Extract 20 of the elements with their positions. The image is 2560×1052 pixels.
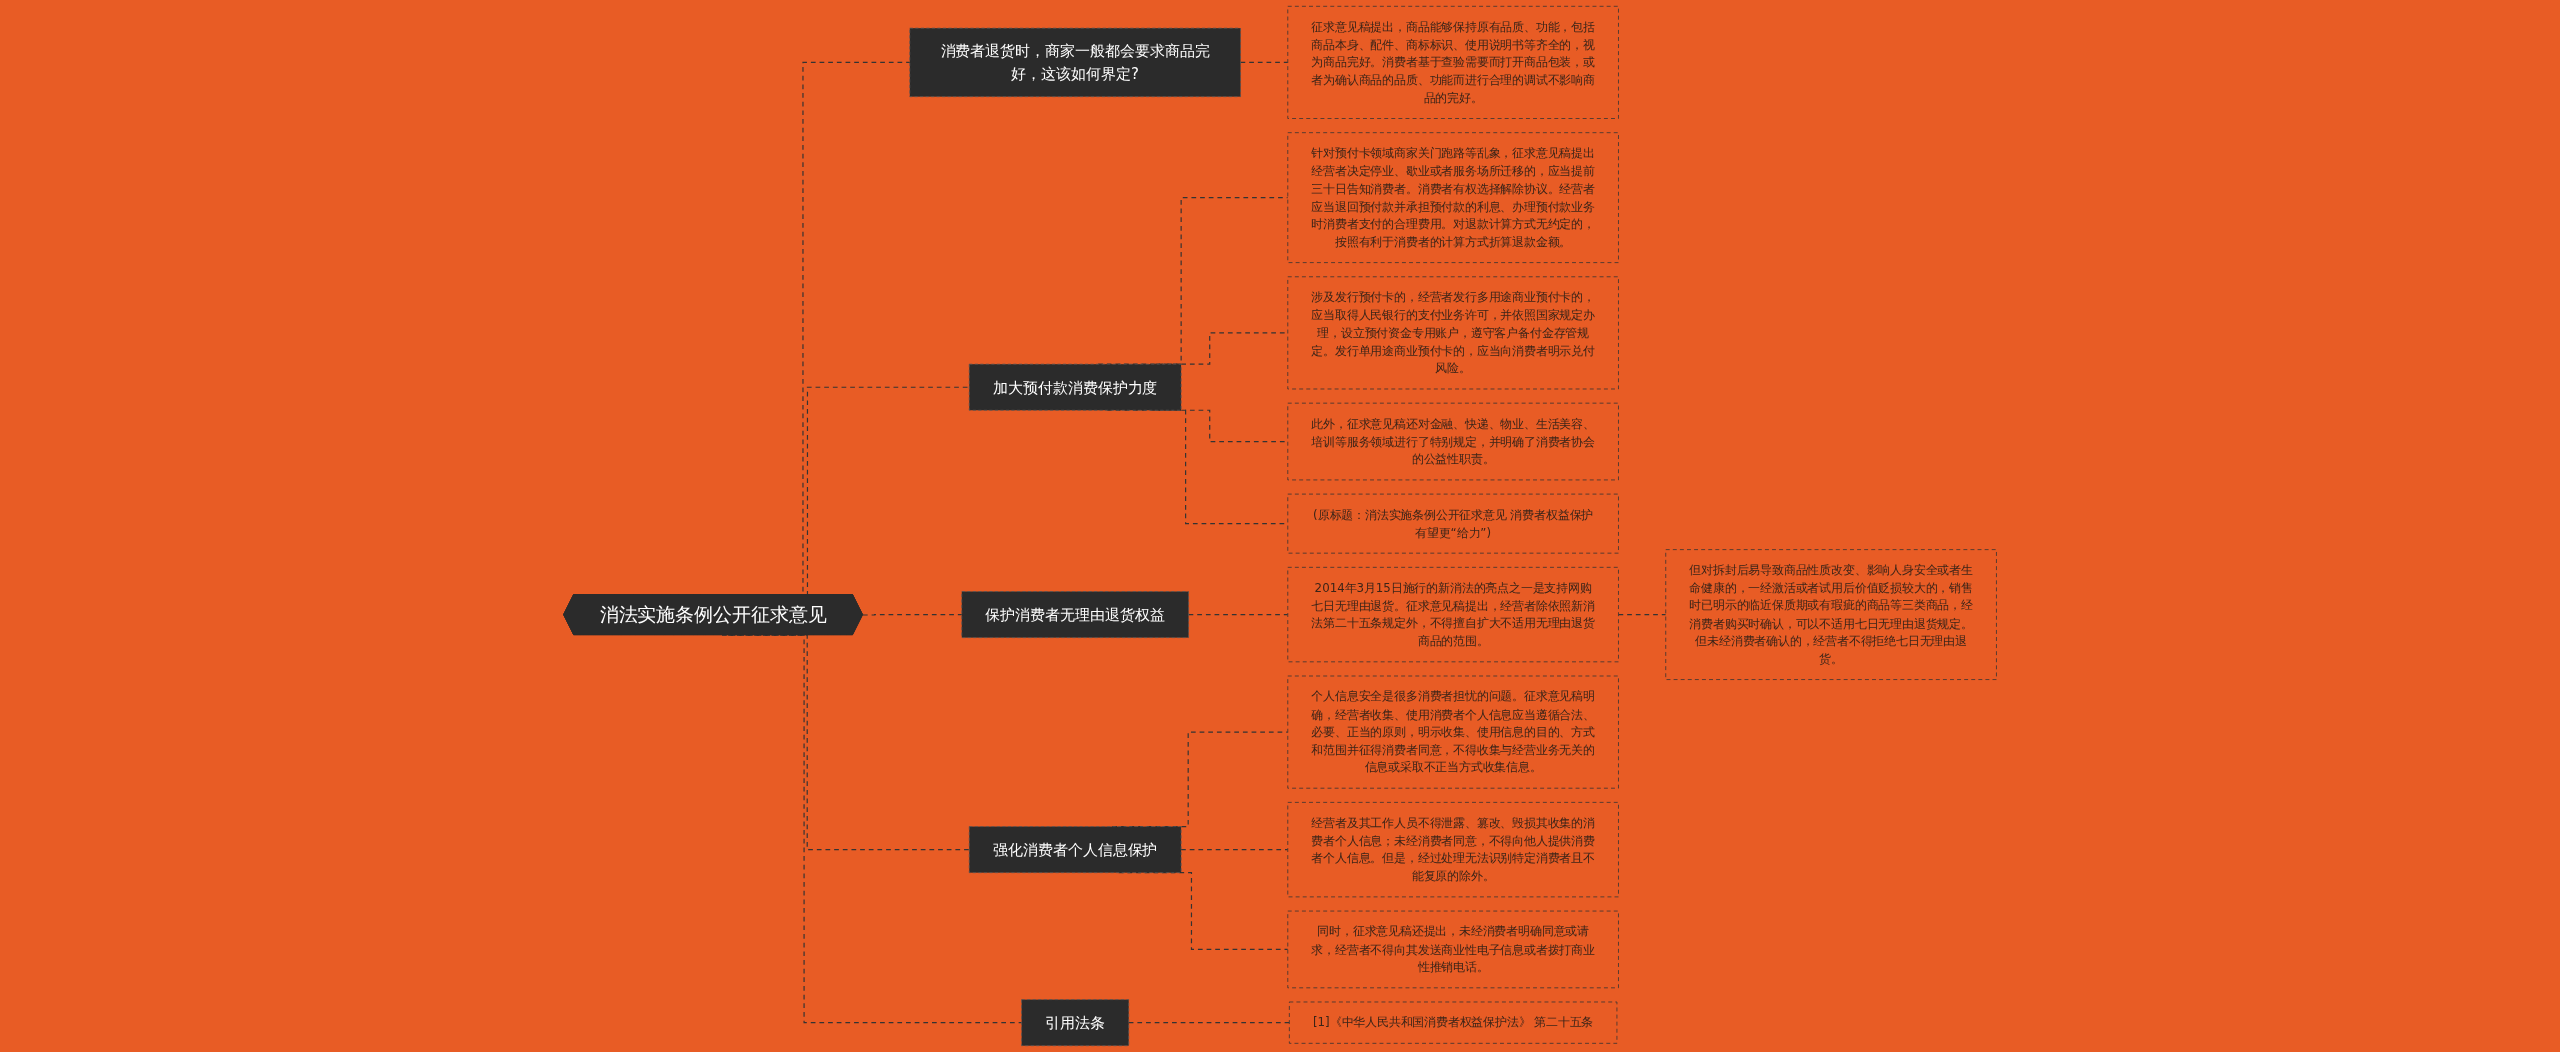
node-box: 同时，征求意见稿还提出，未经消费者明确同意或请求，经营者不得向其发送商业性电子信息或者拨打商业性推销电话。	[1287, 910, 1619, 989]
connector	[1617, 614, 1667, 616]
node-box: 保护消费者无理由退货权益	[961, 591, 1189, 638]
node-box: 但对拆封后易导致商品性质改变、影响人身安全或者生命健康的，一经激活或者试用后价值贬损较大的，销售时已明示的临近保质期或有瑕疵的商品等三类商品，经消费者购买时确认，可以不适用七日无理由退货规定。但未经消费者确认的，经营者不得拒绝七日无理由退货。	[1665, 549, 1997, 680]
node-box: 经营者及其工作人员不得泄露、篡改、毁损其收集的消费者个人信息；未经消费者同意，不得向他人提供消费者个人信息。但是，经过处理无法识别特定消费者且不能复原的除外。	[1287, 802, 1619, 898]
node-box: 征求意见稿提出，商品能够保持原有品质、功能，包括商品本身、配件、商标标识、使用说明书等齐全的，视为商品完好。消费者基于查验需要而打开商品包装，或者为确认商品的品质、功能而进行合理的调试不影响商品的完好。	[1287, 5, 1619, 119]
node-box: 涉及发行预付卡的，经营者发行多用途商业预付卡的，应当取得人民银行的支付业务许可，并依照国家规定办理，设立预付资金专用账户，遵守客户备付金存管规定。发行单用途商业预付卡的，应当向消费者明示兑付风险。	[1287, 276, 1619, 390]
node-box: [1]《中华人民共和国消费者权益保护法》 第二十五条	[1288, 1001, 1618, 1044]
node-box: 针对预付卡领域商家关门跑路等乱象，征求意见稿提出经营者决定停业、歇业或者服务场所迁移的，应当提前三十日告知消费者。消费者有权选择解除协议。经营者应当退回预付款并承担预付款的利息、办理预付款业务时消费者支付的合理费用。对退款计算方式无约定的，按照有利于消费者的计算方式折算退款金额。	[1287, 132, 1619, 263]
node-box: 此外，征求意见稿还对金融、快递、物业、生活美容、培训等服务领域进行了特别规定，并明确了消费者协会的公益性职责。	[1287, 402, 1619, 481]
node-box: 2014年3月15日施行的新消法的亮点之一是支持网购七日无理由退货。征求意见稿提出，经营者除依照新消法第二十五条规定外，不得擅自扩大不适用无理由退货商品的范围。	[1287, 566, 1619, 663]
node-box: 强化消费者个人信息保护	[968, 826, 1182, 874]
connector	[1180, 849, 1289, 851]
connector	[1128, 1022, 1290, 1024]
node-box: 个人信息安全是很多消费者担忧的问题。征求意见稿明确，经营者收集、使用消费者个人信息应当遵循合法、必要、正当的原则，明示收集、使用信息的目的、方式和范围并征得消费者同意，不得收集与经营业务无关的信息或采取不正当方式收集信息。	[1287, 675, 1619, 789]
node-box: (原标题：消法实施条例公开征求意见 消费者权益保护有望更“给力”)	[1287, 493, 1619, 554]
node-box: 加大预付款消费保护力度	[968, 363, 1182, 411]
connector	[1239, 61, 1289, 63]
node-box: 引用法条	[1021, 999, 1130, 1047]
node-box: 消费者退货时，商家一般都会要求商品完好，这该如何界定?	[909, 27, 1241, 98]
